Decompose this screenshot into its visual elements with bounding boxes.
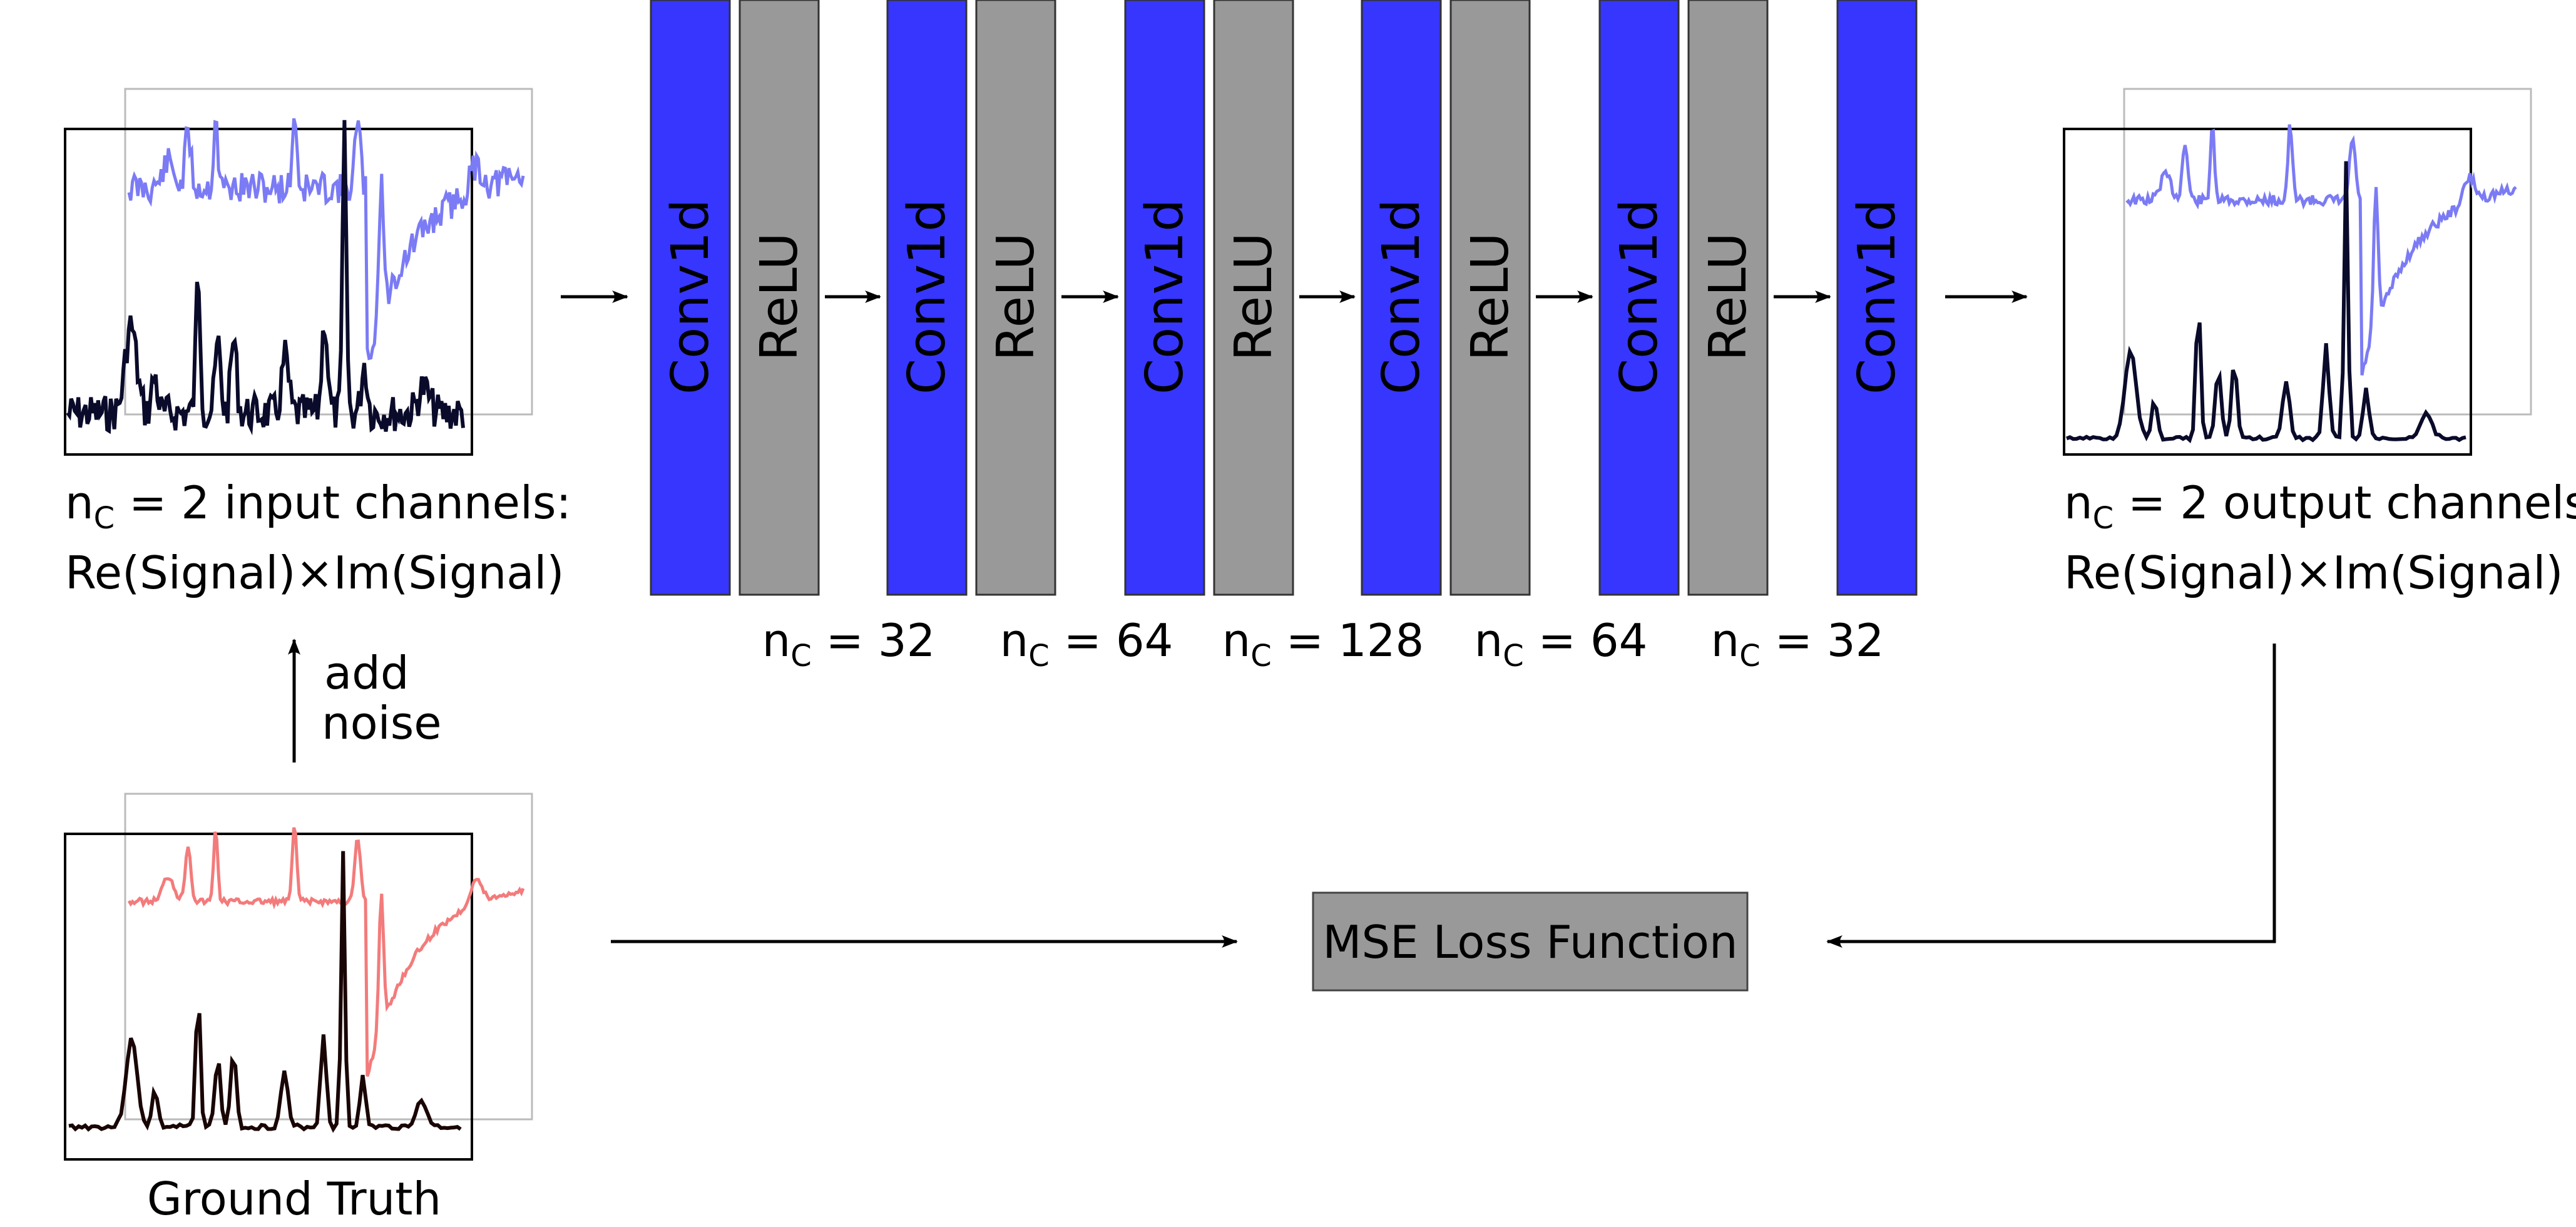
channel-count-label-2: nC = 64 (1000, 614, 1173, 674)
mse-loss-label: MSE Loss Function (1322, 916, 1737, 968)
real-frame (64, 833, 473, 1161)
add-noise-label-line1: add (324, 647, 409, 699)
mse-loss-box (1312, 891, 1749, 992)
relu-label: ReLU (1699, 232, 1758, 361)
input-channels-label: nC = 2 input channels: (65, 476, 571, 536)
relu-block (739, 0, 820, 596)
relu-block (1213, 0, 1294, 596)
relu-layer-1: ReLU (739, 0, 820, 596)
imag-frame (2123, 88, 2532, 416)
channel-count-label-5: nC = 32 (1711, 614, 1884, 674)
channel-count-label-4: nC = 64 (1475, 614, 1648, 674)
imaginary-part-line (127, 118, 525, 361)
conv-block (1836, 0, 1918, 596)
relu-block (975, 0, 1056, 596)
output-to-loss-connector (1826, 644, 2276, 948)
real-part-line (66, 120, 465, 436)
relu-layer-2: ReLU (975, 0, 1056, 596)
imag-frame (124, 88, 533, 416)
output-signal-plot (2063, 88, 2532, 456)
conv-label: Conv1d (1848, 199, 1907, 394)
relu-label: ReLU (750, 232, 809, 361)
network-layers: Conv1d ReLU Conv1d ReLU Conv1d ReLU Conv1d ReLU… (650, 0, 1918, 596)
channel-count-label-3: nC = 128 (1222, 614, 1424, 674)
relu-block (1687, 0, 1769, 596)
channel-count-labels: nC = 32 nC = 64 nC = 128 nC = 64 nC = 32 (762, 614, 1884, 674)
conv1d-layer-4: Conv1d (1361, 0, 1442, 596)
ground-truth-plot (64, 793, 533, 1161)
conv-block (1361, 0, 1442, 596)
conv-label: Conv1d (1610, 199, 1669, 394)
real-frame (64, 128, 473, 456)
conv1d-layer-1: Conv1d (650, 0, 731, 596)
relu-layer-5: ReLU (1687, 0, 1769, 596)
conv1d-layer-3: Conv1d (1124, 0, 1205, 596)
imaginary-part-line (2125, 124, 2517, 376)
relu-label: ReLU (1224, 232, 1284, 361)
add-noise-label-line2: noise (322, 697, 442, 749)
conv-label: Conv1d (661, 199, 720, 394)
conv-block (1124, 0, 1205, 596)
input-signal-plot (64, 88, 533, 456)
conv-block (650, 0, 731, 596)
real-part-line (2065, 161, 2466, 444)
conv-block (1598, 0, 1680, 596)
relu-label: ReLU (1461, 232, 1520, 361)
channel-count-label-1: nC = 32 (762, 614, 936, 674)
relu-label: ReLU (986, 232, 1046, 361)
conv1d-layer-6: Conv1d (1836, 0, 1918, 596)
real-frame (2063, 128, 2472, 456)
relu-layer-4: ReLU (1449, 0, 1531, 596)
output-formula: Re(Signal)×Im(Signal) (2064, 547, 2563, 599)
conv-label: Conv1d (1135, 199, 1195, 394)
conv1d-layer-2: Conv1d (886, 0, 968, 596)
input-formula: Re(Signal)×Im(Signal) (65, 547, 564, 599)
relu-block (1449, 0, 1531, 596)
imaginary-part-line (127, 827, 525, 1077)
relu-layer-3: ReLU (1213, 0, 1294, 596)
conv-label: Conv1d (1372, 199, 1431, 394)
conv-label: Conv1d (897, 199, 957, 394)
conv-block (886, 0, 968, 596)
ground-truth-label: Ground Truth (147, 1173, 441, 1225)
conv1d-layer-5: Conv1d (1598, 0, 1680, 596)
real-part-line (68, 851, 462, 1133)
output-channels-label: nC = 2 output channels: (2064, 476, 2576, 536)
